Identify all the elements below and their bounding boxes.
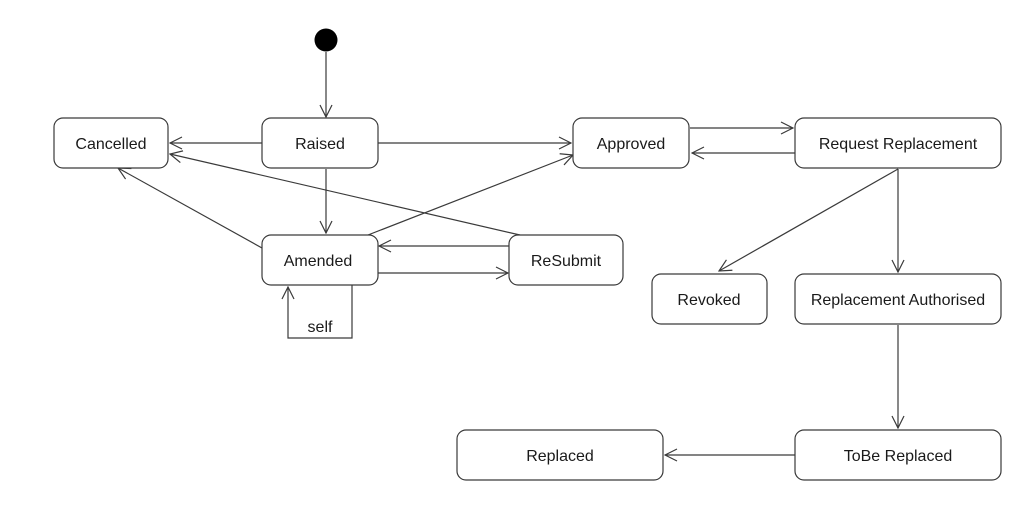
initial-state-node [314, 28, 338, 52]
state-labels: Cancelled Raised Approved Request Replac… [75, 136, 985, 465]
state-raised [261, 117, 379, 169]
state-label-approved: Approved [597, 136, 666, 153]
state-request-replacement [794, 117, 1002, 169]
state-label-amended: Amended [284, 253, 353, 270]
state-revoked [651, 273, 768, 325]
states [53, 117, 1002, 481]
state-replaced [456, 429, 664, 481]
state-label-replacement-authorised: Replacement Authorised [811, 292, 985, 309]
state-label-replaced: Replaced [526, 448, 594, 465]
state-cancelled [53, 117, 169, 169]
transitions [118, 52, 898, 455]
transition-amended-to-approved [367, 155, 573, 236]
transition-amended-self-loop [288, 285, 353, 339]
state-label-revoked: Revoked [677, 292, 740, 309]
transition-resubmit-to-cancelled [170, 154, 521, 236]
state-label-cancelled: Cancelled [75, 136, 146, 153]
state-label-tobe-replaced: ToBe Replaced [844, 448, 953, 465]
state-replacement-authorised [794, 273, 1002, 325]
self-transition-label: self [308, 319, 333, 336]
state-resubmit [508, 234, 624, 286]
state-label-resubmit: ReSubmit [531, 253, 602, 270]
state-tobe-replaced [794, 429, 1002, 481]
state-label-raised: Raised [295, 136, 345, 153]
state-approved [572, 117, 690, 169]
state-label-request-replacement: Request Replacement [819, 136, 978, 153]
state-amended [261, 234, 379, 286]
transition-request-replacement-to-revoked [719, 168, 899, 271]
transition-amended-to-cancelled [118, 168, 263, 249]
